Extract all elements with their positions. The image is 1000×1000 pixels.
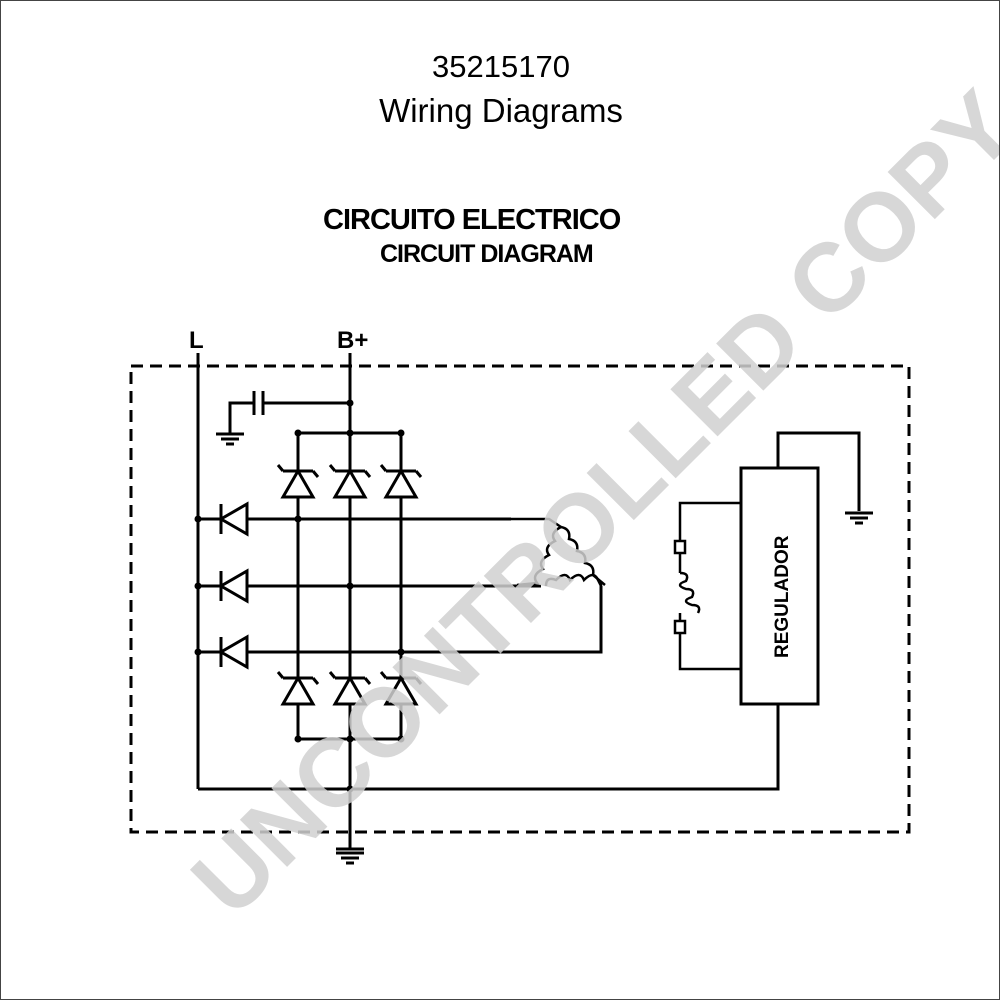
circuit-heading-english: CIRCUIT DIAGRAM <box>380 240 594 268</box>
circuit-heading-spanish: CIRCUITO ELECTRICO <box>323 204 621 236</box>
phase-c-wire <box>198 586 603 654</box>
positive-diode-2-icon <box>328 463 372 499</box>
regulator-ground-wire <box>776 431 861 511</box>
terminal-l-label: L <box>189 327 204 354</box>
suppression-capacitor <box>214 391 350 446</box>
page-title: Wiring Diagrams <box>379 92 623 129</box>
part-number: 35215170 <box>432 49 570 84</box>
stator-winding-icon <box>511 517 606 587</box>
negative-diode-1-icon <box>276 670 320 706</box>
positive-diode-3-icon <box>379 463 423 499</box>
trio-diode-1-icon <box>219 502 249 536</box>
regulator-label: REGULADOR <box>772 535 793 658</box>
regulator-to-l-wire <box>198 704 780 791</box>
junction-dots <box>194 399 405 793</box>
trio-diode-2-icon <box>219 569 249 603</box>
positive-diode-1-icon <box>276 463 320 499</box>
rotor-field-winding-icon <box>673 501 741 671</box>
uncontrolled-copy-watermark: UNCONTROLLED COPY <box>171 70 1000 936</box>
trio-diode-3-icon <box>219 635 249 669</box>
regulator-ground-icon <box>843 511 875 525</box>
alternator-housing-outline <box>129 364 911 834</box>
output-ground-icon <box>334 851 366 865</box>
terminal-b-plus-label: B+ <box>337 327 368 354</box>
